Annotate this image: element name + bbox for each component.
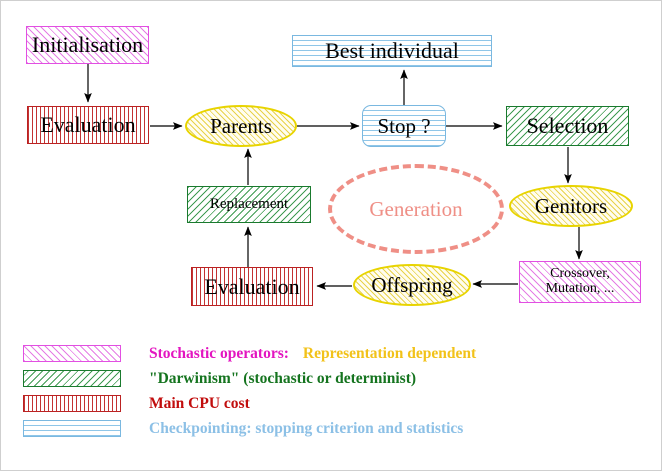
node-generation: Generation xyxy=(328,164,504,254)
legend-swatch-darwinism xyxy=(23,370,121,387)
node-best-individual[interactable]: Best individual xyxy=(292,35,492,67)
node-crossover-line2: Mutation, ... xyxy=(545,281,615,296)
node-replacement[interactable]: Replacement xyxy=(187,186,311,223)
legend-row: Main CPU cost xyxy=(23,391,643,416)
node-parents-label: Parents xyxy=(210,113,272,138)
legend-row: Checkpointing: stopping criterion and st… xyxy=(23,416,643,441)
node-offspring[interactable]: Offspring xyxy=(353,264,471,306)
node-genitors-label: Genitors xyxy=(534,193,608,218)
node-evaluation-bottom-label: Evaluation xyxy=(204,273,300,299)
legend-swatch-checkpointing xyxy=(23,420,121,437)
node-crossover-mutation[interactable]: Crossover, Mutation, ... xyxy=(519,261,641,303)
node-replacement-label: Replacement xyxy=(209,195,289,212)
node-parents[interactable]: Parents xyxy=(185,105,297,147)
node-evaluation-bottom[interactable]: Evaluation xyxy=(191,267,313,306)
node-stop-label: Stop ? xyxy=(377,113,431,138)
node-crossover-line1: Crossover, xyxy=(550,266,610,282)
node-offspring-label: Offspring xyxy=(371,272,453,297)
legend-label-checkpointing: Checkpointing: stopping criterion and st… xyxy=(149,419,464,437)
legend-row: Stochastic operators: Representation depe… xyxy=(23,341,643,366)
node-initialisation-label: Initialisation xyxy=(31,32,144,58)
node-selection-label: Selection xyxy=(526,113,609,139)
node-generation-label: Generation xyxy=(369,196,463,221)
legend: Stochastic operators: Representation depe… xyxy=(23,341,643,441)
node-evaluation-top-label: Evaluation xyxy=(40,112,136,138)
legend-row: "Darwinism" (stochastic or determinist) xyxy=(23,366,643,391)
legend-text-main: Stochastic operators: xyxy=(149,344,289,362)
legend-swatch-main-cpu-cost xyxy=(23,395,121,412)
node-best-individual-label: Best individual xyxy=(325,38,459,64)
legend-label-main-cpu-cost: Main CPU cost xyxy=(149,394,250,412)
node-evaluation-top[interactable]: Evaluation xyxy=(27,106,149,144)
node-genitors[interactable]: Genitors xyxy=(509,185,633,227)
legend-swatch-stochastic-operators xyxy=(23,345,121,362)
node-stop[interactable]: Stop ? xyxy=(362,105,446,147)
legend-label-stochastic-operators: Stochastic operators: Representation depe… xyxy=(149,345,476,363)
node-initialisation[interactable]: Initialisation xyxy=(26,26,149,64)
legend-text-extra: Representation dependent xyxy=(302,344,477,362)
node-selection[interactable]: Selection xyxy=(506,106,629,146)
legend-label-darwinism: "Darwinism" (stochastic or determinist) xyxy=(149,369,417,387)
